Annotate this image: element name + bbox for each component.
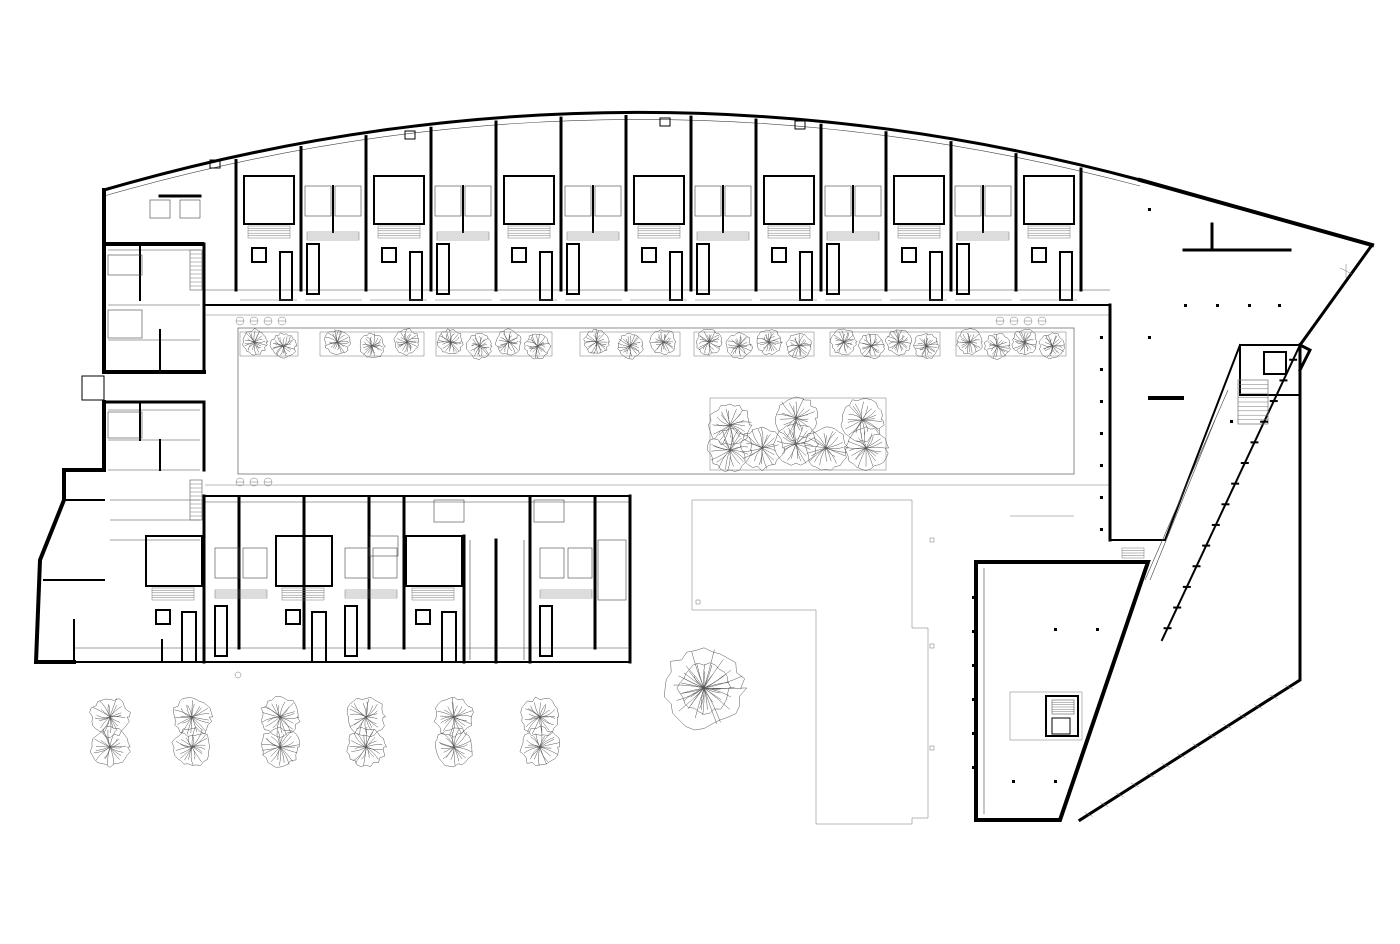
north-wing: [102, 114, 1111, 306]
south-apartment: [275, 535, 333, 663]
street-tree: [171, 697, 214, 766]
south-unit-group: [145, 496, 627, 663]
south-apartment: [145, 535, 203, 663]
north-apartment: [500, 175, 557, 301]
north-apartment: [824, 185, 882, 301]
street-tree: [346, 696, 387, 768]
south-wing: [73, 494, 632, 664]
north-apartment: [370, 175, 427, 301]
street-tree: [433, 696, 474, 768]
planter: [693, 328, 815, 360]
planter: [579, 328, 681, 360]
north-apartment: [890, 175, 947, 301]
north-apartment: [630, 175, 687, 301]
single-tree: [664, 647, 748, 731]
north-apartment: [760, 175, 817, 301]
hall-columns: [1100, 208, 1281, 531]
east-diagonal-corridor: [1077, 342, 1313, 823]
tree: [740, 426, 786, 472]
planter: [829, 328, 941, 359]
north-apartment: [304, 185, 362, 301]
tree: [708, 403, 753, 445]
north-apartment: [564, 185, 622, 301]
street-tree: [260, 696, 301, 768]
central-planter-trees: [706, 396, 889, 472]
north-facade: [102, 110, 1375, 348]
tree: [706, 427, 753, 472]
planter: [319, 328, 425, 358]
planter: [239, 328, 299, 359]
north-apartment: [1020, 175, 1077, 301]
tree: [844, 426, 889, 472]
north-apartment: [240, 175, 297, 301]
tree: [773, 422, 820, 466]
south-apartment: [344, 547, 398, 657]
bollard-row: [235, 316, 1047, 487]
south-apartment: [539, 547, 593, 657]
east-hall: [1010, 208, 1353, 542]
planter: [435, 328, 553, 360]
tree: [775, 396, 818, 441]
south-apartment: [214, 547, 268, 657]
north-apartment: [694, 185, 752, 301]
street-tree: [519, 696, 561, 766]
street-tree: [89, 698, 131, 768]
west-wing: [33, 194, 206, 664]
central-planter: [709, 397, 887, 471]
north-unit-group: [234, 114, 1083, 301]
street-tree-row: [89, 696, 561, 768]
planter: [955, 328, 1067, 360]
adjacent-building-outline: [691, 499, 935, 825]
north-apartment: [954, 185, 1012, 301]
courtyard-planters: [239, 328, 1067, 360]
north-apartment: [434, 185, 492, 301]
tree: [840, 398, 885, 443]
south-apartment: [405, 535, 463, 663]
pavilion-columns: [972, 596, 1099, 783]
southeast-pavilion: [972, 560, 1151, 822]
courtyard: [205, 314, 1110, 487]
tree: [804, 426, 850, 471]
